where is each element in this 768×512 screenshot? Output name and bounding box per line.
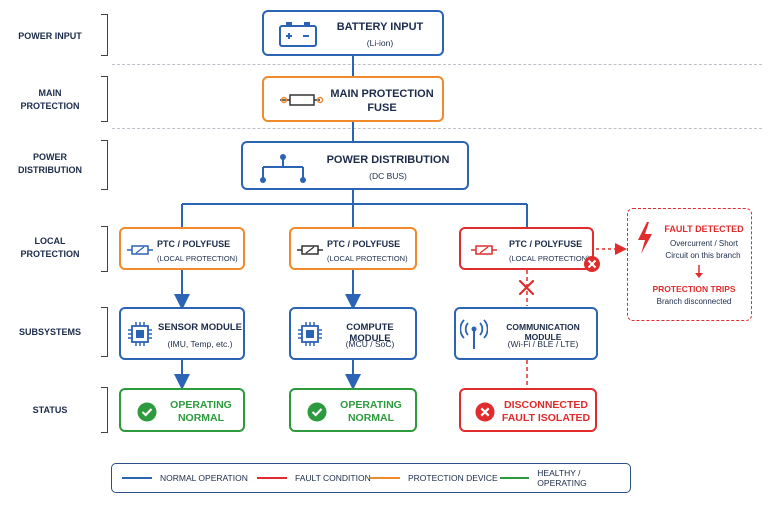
sensor-module-node: SENSOR MODULE (IMU, Temp, etc.) <box>119 307 245 360</box>
status-line1: DISCONNECTED <box>503 399 588 411</box>
ptc-subtitle: (LOCAL PROTECTION) <box>327 254 408 263</box>
check-icon <box>307 402 327 422</box>
fault-callout: FAULT DETECTED Overcurrent / Short Circu… <box>627 208 752 321</box>
legend-swatch <box>370 476 400 479</box>
ptc-icon <box>297 245 323 255</box>
tripped-x-icon <box>584 256 600 272</box>
power-distribution-node: POWER DISTRIBUTION (DC BUS) <box>241 141 469 190</box>
chip-icon <box>298 322 322 346</box>
battery-subtitle: (Li-ion) <box>366 38 394 48</box>
check-icon <box>137 402 157 422</box>
ptc-title: PTC / POLYFUSE <box>157 239 231 249</box>
communication-title: COMMUNICATION MODULE <box>506 322 580 342</box>
row-bracket <box>101 76 108 122</box>
battery-input-node: BATTERY INPUT (Li-ion) <box>262 10 444 56</box>
compute-title: COMPUTE MODULE <box>346 322 394 344</box>
legend: NORMAL OPERATION FAULT CONDITION PROTECT… <box>111 463 631 493</box>
fault-line2: Circuit on this branch <box>665 251 741 260</box>
x-icon <box>475 402 495 422</box>
communication-subtitle: (Wi-Fi / BLE / LTE) <box>507 339 579 349</box>
ptc-node-compute: PTC / POLYFUSE (LOCAL PROTECTION) <box>289 227 417 270</box>
separator-line <box>112 64 762 65</box>
trip-subtitle: Branch disconnected <box>656 297 732 306</box>
legend-item-normal: NORMAL OPERATION <box>122 464 248 491</box>
fault-line1: Overcurrent / Short <box>669 239 739 248</box>
chip-icon <box>128 322 152 346</box>
ptc-subtitle: (LOCAL PROTECTION) <box>157 254 238 263</box>
battery-title: BATTERY INPUT <box>336 21 424 33</box>
antenna-icon <box>460 319 488 349</box>
ptc-title: PTC / POLYFUSE <box>327 239 401 249</box>
status-line1: OPERATING <box>170 399 232 411</box>
compute-module-node: COMPUTE MODULE (MCU / SoC) <box>289 307 417 360</box>
ptc-title: PTC / POLYFUSE <box>509 239 583 249</box>
row-bracket <box>101 307 108 357</box>
fault-title: FAULT DETECTED <box>664 224 744 234</box>
trip-title: PROTECTION TRIPS <box>652 284 736 294</box>
ptc-node-sensor: PTC / POLYFUSE (LOCAL PROTECTION) <box>119 227 245 270</box>
row-bracket <box>101 14 108 56</box>
separator-line <box>112 128 762 129</box>
fuse-subtitle: FUSE <box>367 102 397 114</box>
ptc-node-communication: PTC / POLYFUSE (LOCAL PROTECTION) <box>459 227 594 270</box>
ptc-icon <box>127 245 153 255</box>
ptc-subtitle: (LOCAL PROTECTION) <box>509 254 590 263</box>
legend-item-protection: PROTECTION DEVICE <box>370 464 498 491</box>
down-arrow-icon <box>695 265 703 278</box>
lightning-icon <box>638 222 652 254</box>
status-sensor: OPERATING NORMAL <box>119 388 245 432</box>
legend-swatch <box>122 476 152 479</box>
status-communication: DISCONNECTED FAULT ISOLATED <box>459 388 597 432</box>
break-x-icon <box>518 279 535 296</box>
main-fuse-node: MAIN PROTECTION FUSE <box>262 76 444 122</box>
row-label-status: STATUS <box>32 404 68 415</box>
row-bracket <box>101 140 108 190</box>
legend-item-fault: FAULT CONDITION <box>257 464 371 491</box>
row-bracket <box>101 387 108 433</box>
communication-module-node: COMMUNICATION MODULE (Wi-Fi / BLE / LTE) <box>454 307 598 360</box>
legend-swatch <box>257 476 287 479</box>
status-line1: OPERATING <box>340 399 402 411</box>
compute-subtitle: (MCU / SoC) <box>345 339 395 349</box>
status-line2: FAULT ISOLATED <box>501 412 591 424</box>
ptc-icon <box>471 245 497 255</box>
status-line2: NORMAL <box>347 412 395 424</box>
distribution-title: POWER DISTRIBUTION <box>326 154 450 166</box>
fuse-title: MAIN PROTECTION <box>330 88 434 100</box>
sensor-title: SENSOR MODULE <box>158 322 242 333</box>
fuse-icon <box>280 94 324 106</box>
row-bracket <box>101 226 108 272</box>
distribution-subtitle: (DC BUS) <box>369 171 407 181</box>
legend-item-healthy: HEALTHY / OPERATING <box>500 464 630 491</box>
battery-icon <box>279 22 317 47</box>
status-compute: OPERATING NORMAL <box>289 388 417 432</box>
sensor-subtitle: (IMU, Temp, etc.) <box>167 339 233 349</box>
legend-swatch <box>500 476 530 479</box>
bus-switch-icon <box>260 154 306 183</box>
row-label-subsystems: SUBSYSTEMS <box>18 326 81 337</box>
row-label-power-input: POWER INPUT <box>18 30 82 41</box>
status-line2: NORMAL <box>177 412 225 424</box>
